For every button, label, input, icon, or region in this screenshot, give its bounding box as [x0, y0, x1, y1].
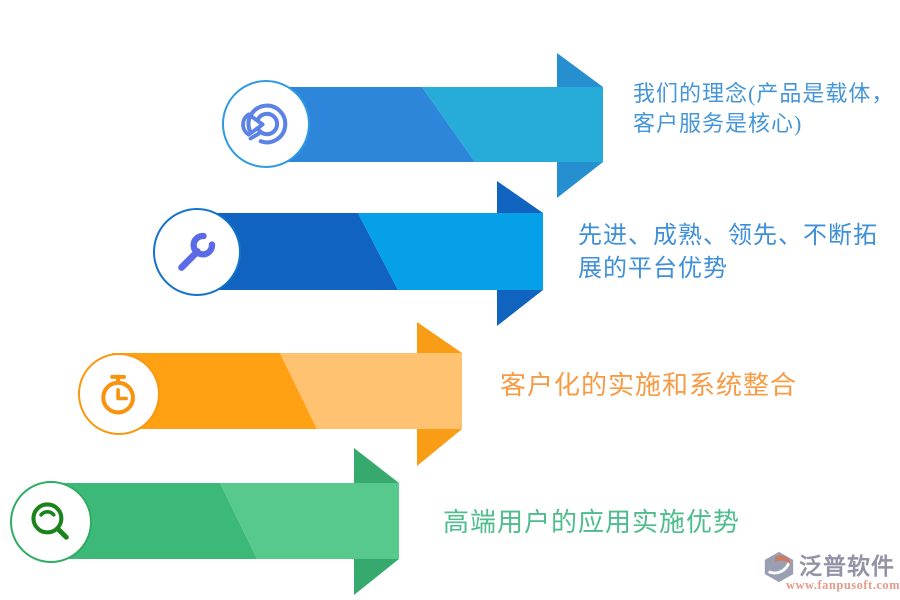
wrench-icon — [178, 232, 216, 271]
logo-name: 泛普软件 — [799, 554, 895, 579]
logo-url: www.fanpusoft.com — [786, 578, 900, 592]
logo: 泛普软件 www.fanpusoft.com — [762, 549, 900, 597]
arrow-fold-bottom — [497, 290, 543, 326]
stopwatch-icon — [101, 374, 135, 415]
search-icon — [31, 502, 69, 540]
icon-circle-1 — [222, 80, 310, 168]
arrow-fold-bottom — [417, 429, 462, 466]
banner-label-1: 我们的理念(产品是载体，客户服务是核心) — [633, 81, 895, 136]
banner-label-3: 客户化的实施和系统整合 — [500, 371, 798, 400]
fanpu-logo-icon — [764, 551, 794, 583]
arrow-fold-top — [557, 53, 603, 87]
banner-row-4 — [43, 483, 399, 559]
arrow-fold-bottom — [557, 162, 603, 198]
arrow-fold-top — [354, 448, 399, 483]
icon-circle-2 — [153, 208, 241, 296]
arrow-fold-top — [417, 322, 462, 353]
icon-circle-3 — [78, 353, 160, 435]
banner-row-1 — [260, 87, 603, 162]
banner-row-3 — [112, 353, 462, 429]
banner-row-2 — [190, 213, 543, 290]
pie-chart-icon — [241, 103, 288, 145]
banner-label-4: 高端用户的应用实施优势 — [443, 508, 741, 537]
arrow-fold-bottom — [354, 559, 399, 595]
arrow-fold-top — [497, 181, 543, 213]
icon-circle-4 — [10, 481, 92, 563]
banner-label-2: 先进、成熟、领先、不断拓展的平台优势 — [578, 223, 878, 282]
